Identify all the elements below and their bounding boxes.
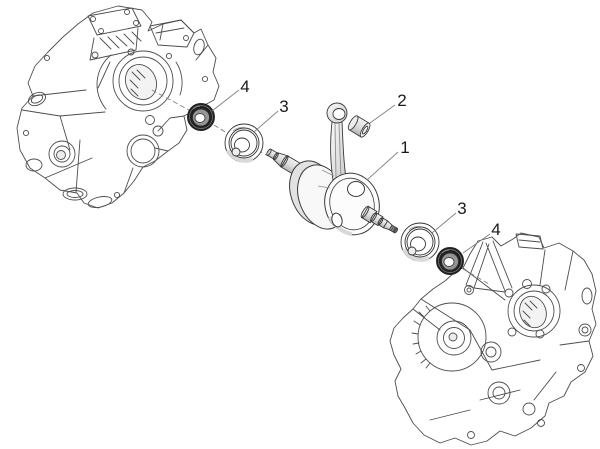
leader-3-left bbox=[253, 110, 279, 133]
callout-leader-lines bbox=[211, 89, 491, 254]
leader-4-right bbox=[462, 233, 491, 254]
crankcase-right-outline bbox=[389, 232, 597, 446]
callout-4-left: 4 bbox=[240, 77, 249, 96]
leader-2 bbox=[369, 104, 396, 124]
callout-numbers: 4 3 2 1 3 4 bbox=[240, 77, 500, 239]
crankcase-right-half-drawing bbox=[389, 232, 597, 446]
callout-2: 2 bbox=[397, 91, 406, 110]
crankcase-left-outline bbox=[16, 5, 220, 209]
leader-1 bbox=[366, 151, 399, 181]
oil-seal-left bbox=[187, 103, 215, 131]
callout-3-right: 3 bbox=[457, 199, 466, 218]
small-end-roller-bush bbox=[347, 115, 371, 138]
callout-4-right: 4 bbox=[491, 220, 500, 239]
leader-4-left bbox=[211, 89, 240, 112]
ball-bearing-right bbox=[400, 222, 440, 262]
ball-bearing-left bbox=[224, 123, 264, 163]
leader-3-right bbox=[431, 212, 457, 234]
crankcase-left-half-drawing bbox=[16, 5, 220, 209]
crankshaft-right-shaft bbox=[360, 205, 398, 234]
callout-1: 1 bbox=[400, 138, 409, 157]
connecting-rod bbox=[326, 102, 348, 181]
callout-3-left: 3 bbox=[279, 97, 288, 116]
web-lightening-hole bbox=[347, 181, 365, 197]
oil-seal-right bbox=[436, 247, 464, 275]
